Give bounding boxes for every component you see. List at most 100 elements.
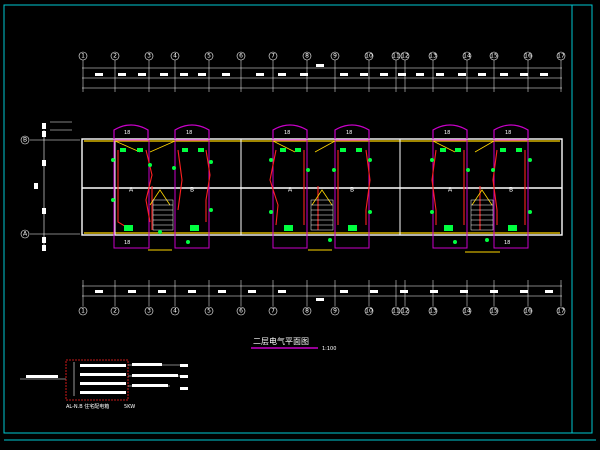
grid-bubble-17-bottom: 17 bbox=[556, 306, 566, 316]
svg-text:3: 3 bbox=[147, 53, 151, 60]
svg-text:12: 12 bbox=[401, 308, 409, 315]
svg-text:7: 7 bbox=[271, 53, 275, 60]
magenta-unit-outlines bbox=[113, 139, 529, 249]
svg-text:8: 8 bbox=[305, 53, 309, 60]
outer-frame bbox=[3, 4, 593, 434]
grid-bubble-5-top: 5 bbox=[204, 51, 214, 61]
svg-text:12: 12 bbox=[401, 53, 409, 60]
svg-text:B: B bbox=[509, 187, 513, 194]
svg-text:10: 10 bbox=[365, 53, 373, 60]
bottom-grid-bubbles: 1 2 3 4 5 6 7 8 9 10 11 12 13 14 15 16 1… bbox=[78, 306, 566, 316]
bottom-dimension-lines bbox=[82, 285, 562, 297]
svg-text:5: 5 bbox=[207, 308, 211, 315]
grid-bubble-16-bottom: 16 bbox=[523, 306, 533, 316]
svg-text:18: 18 bbox=[124, 130, 130, 136]
grid-bubble-6-bottom: 6 bbox=[236, 306, 246, 316]
grid-bubble-15-bottom: 15 bbox=[489, 306, 499, 316]
svg-text:9: 9 bbox=[333, 308, 337, 315]
svg-text:11: 11 bbox=[392, 53, 400, 60]
grid-bubble-2-top: 2 bbox=[110, 51, 120, 61]
left-row-dimensions bbox=[30, 121, 80, 245]
svg-text:11: 11 bbox=[392, 308, 400, 315]
svg-text:18: 18 bbox=[505, 130, 511, 136]
bottom-dimension-boxes bbox=[95, 290, 553, 301]
svg-text:18: 18 bbox=[284, 130, 290, 136]
svg-text:8: 8 bbox=[305, 308, 309, 315]
svg-text:A: A bbox=[129, 187, 134, 194]
left-row-dimension-boxes bbox=[34, 123, 46, 251]
grid-bubble-8-top: 8 bbox=[302, 51, 312, 61]
svg-text:15: 15 bbox=[490, 308, 498, 315]
svg-text:18: 18 bbox=[346, 130, 352, 136]
grid-bubble-15-top: 15 bbox=[489, 51, 499, 61]
svg-text:B: B bbox=[350, 187, 354, 194]
svg-text:17: 17 bbox=[557, 308, 565, 315]
drawing-title-block: 二层电气平面图 1:100 bbox=[251, 336, 336, 352]
svg-text:16: 16 bbox=[524, 53, 532, 60]
green-outlet-dots bbox=[111, 158, 532, 244]
svg-text:14: 14 bbox=[463, 308, 471, 315]
grid-bubble-9-bottom: 9 bbox=[330, 306, 340, 316]
svg-text:1: 1 bbox=[81, 308, 85, 315]
yellow-wall-strips bbox=[84, 140, 560, 234]
svg-text:A: A bbox=[23, 231, 28, 238]
grid-bubble-14-bottom: 14 bbox=[462, 306, 472, 316]
grid-bubble-12-bottom: 12 bbox=[400, 306, 410, 316]
drawing-title: 二层电气平面图 bbox=[253, 336, 309, 346]
svg-text:18: 18 bbox=[444, 130, 450, 136]
svg-text:18: 18 bbox=[504, 240, 510, 246]
svg-text:13: 13 bbox=[429, 308, 437, 315]
svg-text:13: 13 bbox=[429, 53, 437, 60]
grid-bubble-13-bottom: 13 bbox=[428, 306, 438, 316]
svg-text:15: 15 bbox=[490, 53, 498, 60]
grid-bubble-13-top: 13 bbox=[428, 51, 438, 61]
svg-text:A: A bbox=[288, 187, 293, 194]
svg-text:6: 6 bbox=[239, 308, 243, 315]
staircase-right bbox=[470, 199, 494, 231]
grid-bubble-12-top: 12 bbox=[400, 51, 410, 61]
svg-text:6: 6 bbox=[239, 53, 243, 60]
grid-bubble-6-top: 6 bbox=[236, 51, 246, 61]
grid-bubble-2-bottom: 2 bbox=[110, 306, 120, 316]
grid-bubble-3-top: 3 bbox=[144, 51, 154, 61]
grid-bubble-1-top: 1 bbox=[78, 51, 88, 61]
grid-bubble-1-bottom: 1 bbox=[78, 306, 88, 316]
svg-text:17: 17 bbox=[557, 53, 565, 60]
grid-bubble-14-top: 14 bbox=[462, 51, 472, 61]
grid-bubble-11-top: 11 bbox=[391, 51, 401, 61]
svg-text:18: 18 bbox=[186, 130, 192, 136]
row-bubble-b: B bbox=[20, 135, 30, 145]
svg-text:5: 5 bbox=[207, 53, 211, 60]
entrance-marks bbox=[148, 249, 500, 253]
svg-text:B: B bbox=[190, 187, 194, 194]
red-wiring bbox=[117, 149, 526, 230]
staircase-left bbox=[152, 199, 174, 231]
grid-bubble-17-top: 17 bbox=[556, 51, 566, 61]
svg-text:10: 10 bbox=[365, 308, 373, 315]
grid-bubble-7-bottom: 7 bbox=[268, 306, 278, 316]
svg-text:4: 4 bbox=[173, 308, 177, 315]
svg-text:B: B bbox=[23, 137, 27, 144]
grid-bubble-4-top: 4 bbox=[170, 51, 180, 61]
green-fixtures bbox=[120, 148, 522, 231]
building-outline bbox=[81, 138, 563, 236]
grid-bubble-7-top: 7 bbox=[268, 51, 278, 61]
svg-text:4: 4 bbox=[173, 53, 177, 60]
top-dimension-boxes bbox=[95, 64, 548, 76]
legend-caption: AL-N.B 住宅配电箱 bbox=[66, 403, 109, 410]
staircase-middle bbox=[310, 199, 334, 231]
grid-bubble-10-top: 10 bbox=[364, 51, 374, 61]
grid-bubble-9-top: 9 bbox=[330, 51, 340, 61]
grid-bubble-16-top: 16 bbox=[523, 51, 533, 61]
grid-bubble-11-bottom: 11 bbox=[391, 306, 401, 316]
svg-text:18: 18 bbox=[124, 240, 130, 246]
grid-bubble-8-bottom: 8 bbox=[302, 306, 312, 316]
top-grid-bubbles: 1 2 3 4 5 6 7 8 9 10 11 12 13 14 15 16 1… bbox=[78, 51, 566, 61]
svg-text:9: 9 bbox=[333, 53, 337, 60]
grid-bubble-4-bottom: 4 bbox=[170, 306, 180, 316]
svg-text:3: 3 bbox=[147, 308, 151, 315]
grid-bubble-10-bottom: 10 bbox=[364, 306, 374, 316]
grid-bubble-5-bottom: 5 bbox=[204, 306, 214, 316]
svg-text:14: 14 bbox=[463, 53, 471, 60]
